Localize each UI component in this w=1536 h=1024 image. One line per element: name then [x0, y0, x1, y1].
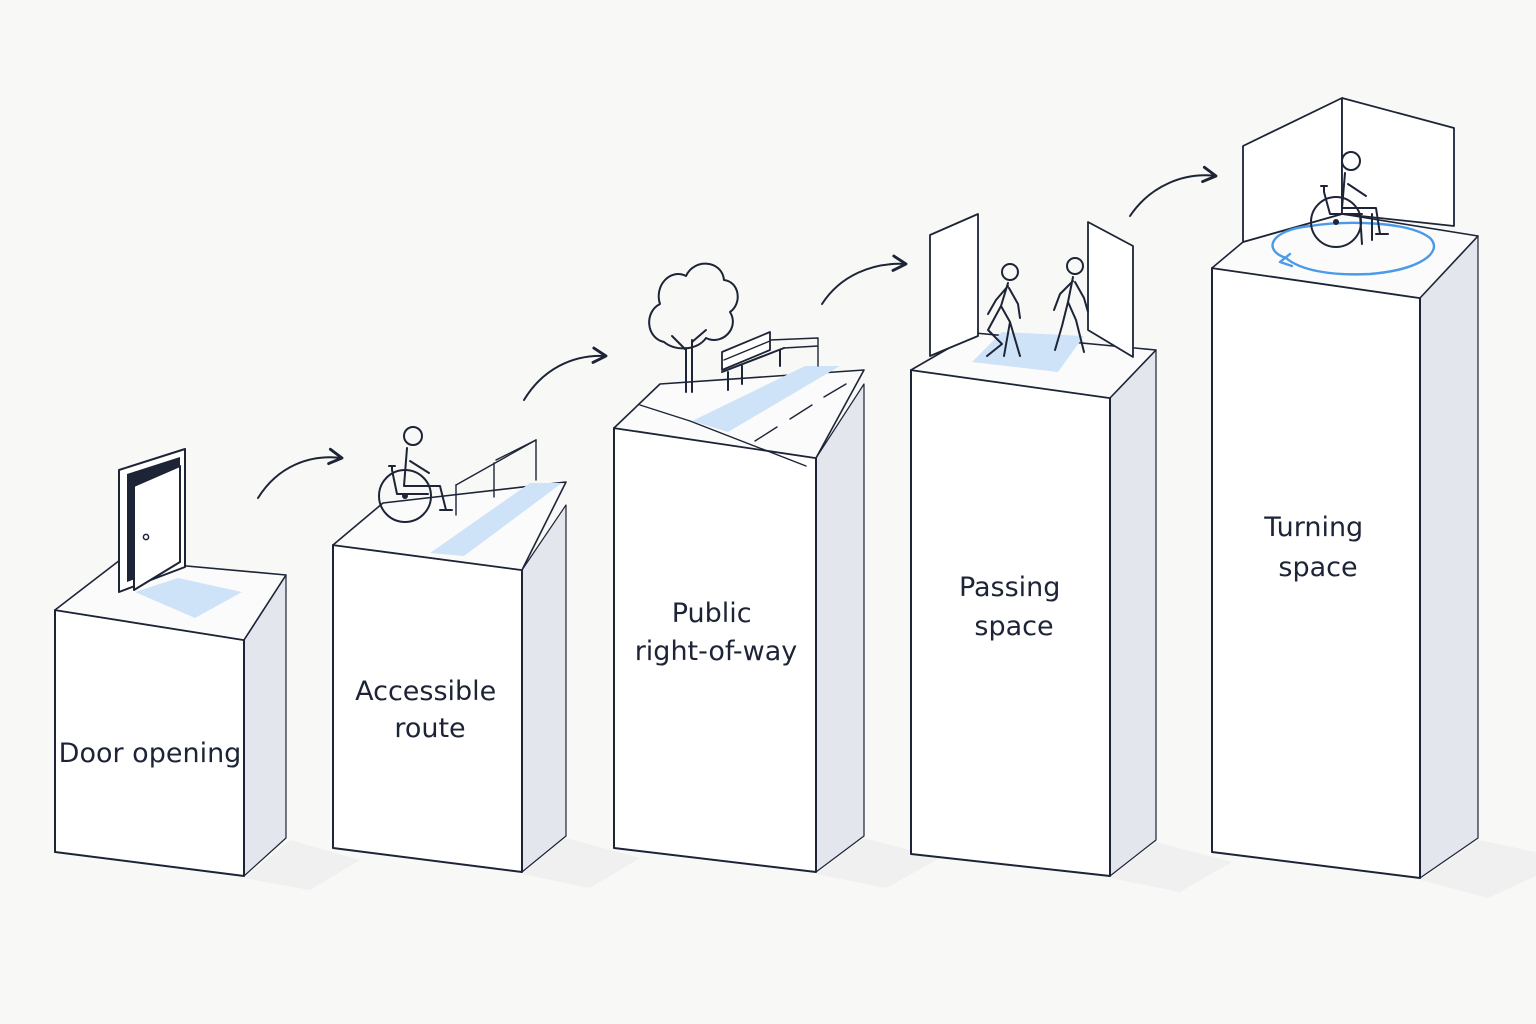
flow-arrow-icon — [821, 254, 908, 305]
block-accessible-route: Accessible route — [332, 426, 640, 888]
block-public-right-of-way: Public right-of-way — [613, 262, 940, 888]
wheelchair-user-icon — [378, 426, 453, 523]
accessible-route-label-line1: Accessible — [355, 676, 496, 707]
flow-arrow-icon — [1129, 165, 1218, 217]
block-door-opening: Door opening — [54, 448, 360, 890]
passing-space-label: Passing space — [959, 572, 1069, 642]
bench-icon — [721, 331, 819, 391]
handrail-icon — [455, 439, 537, 516]
public-right-of-way-label: Public right-of-way — [635, 598, 798, 667]
accessible-route-label-line2: route — [394, 713, 465, 744]
pedestrian-icon — [1053, 257, 1089, 353]
partition-right-icon — [1087, 221, 1134, 358]
flow-arrow-icon — [257, 447, 344, 499]
public-right-of-way-label-line1: Public — [672, 598, 752, 629]
turning-circle-icon — [1271, 221, 1436, 276]
turning-space-label: Turning space — [1263, 512, 1372, 583]
block-turning-space: Turning space — [1211, 97, 1536, 898]
wheelchair-user-icon — [1310, 151, 1389, 248]
passing-space-label-line2: space — [974, 611, 1053, 642]
door-opening-label: Door opening — [59, 738, 242, 769]
public-right-of-way-label-line2: right-of-way — [635, 636, 798, 667]
turning-space-label-line1: Turning — [1263, 512, 1363, 543]
turning-space-label-line2: space — [1278, 552, 1357, 583]
flow-arrow-icon — [523, 346, 608, 401]
block-passing-space: Passing space — [910, 213, 1232, 892]
door-icon — [118, 448, 186, 593]
passing-space-label-line1: Passing — [959, 572, 1061, 603]
accessible-route-label: Accessible route — [355, 676, 505, 744]
flow-arrows — [257, 165, 1218, 499]
tree-icon — [648, 262, 739, 393]
door-opening-label-line1: Door opening — [59, 738, 242, 769]
partition-left-icon — [929, 213, 979, 357]
pedestrian-icon — [986, 263, 1021, 357]
